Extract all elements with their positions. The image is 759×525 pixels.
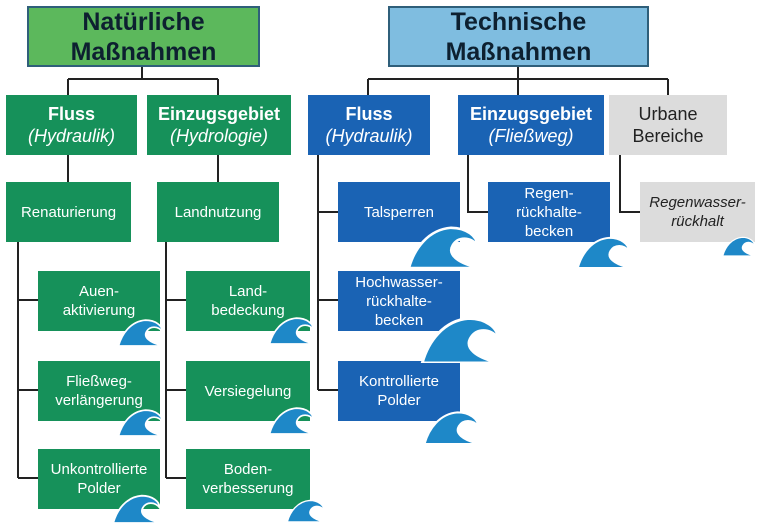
boden-line2: verbesserung [202,480,294,497]
polder-line1: Unkontrollierte [50,461,148,478]
natural-catchment-title: Einzugsgebiet [157,104,280,124]
wave-icon [424,411,480,444]
renaturierung-box: Renaturierung [6,182,131,242]
hochwasser-line2: rückhalte- [366,292,432,310]
urban-line1: Urbane [638,104,698,124]
wave-icon [118,319,164,346]
regenwasser-line2: rückhalt [671,213,724,230]
boden-line1: Boden- [223,461,273,478]
wave-icon [576,236,631,268]
wave-icon [118,409,164,436]
technical-catchment-subtitle: (Fließweg) [488,126,574,146]
landnutzung-box: Landnutzung [157,182,279,242]
wave-icon [420,316,501,363]
technical-catchment-box: Einzugsgebiet (Fließweg) [458,95,604,155]
kontrolliert-box: Kontrollierte Polder [338,361,460,421]
fliessweg-line1: Fließweg- [66,373,132,390]
kontrolliert-line1: Kontrollierte [358,373,440,390]
technical-river-box: Fluss (Hydraulik) [308,95,430,155]
landbedeckung-line1: Land- [228,283,268,300]
natural-catchment-box: Einzugsgebiet (Hydrologie) [147,95,291,155]
natural-river-box: Fluss (Hydraulik) [6,95,137,155]
natural-river-subtitle: (Hydraulik) [27,126,115,146]
natural-title-line1: Natürliche [82,7,205,36]
fliessweg-line2: verlängerung [55,392,143,409]
technical-river-subtitle: (Hydraulik) [325,126,413,146]
natural-title-line2: Maßnahmen [70,37,217,66]
regen-line3: becken [524,222,574,240]
hochwasser-line3: becken [374,311,424,329]
landbedeckung-line2: bedeckung [211,302,285,319]
technical-catchment-title: Einzugsgebiet [469,104,592,124]
natural-river-title: Fluss [47,104,95,124]
renaturierung-label: Renaturierung [20,203,117,221]
natural-measures-title: Natürliche Maßnahmen [27,6,260,67]
wave-icon [722,236,756,256]
versiegelung-label: Versiegelung [204,382,292,400]
regen-line2: rückhalte- [516,203,582,221]
regen-line1: Regen- [524,184,574,202]
technical-measures-title: Technische Maßnahmen [388,6,649,67]
wave-icon [112,494,161,523]
auen-line2: aktivierung [62,302,136,319]
boden-box: Boden- verbesserung [186,449,310,509]
regenwasser-line1: Regenwasser- [649,194,746,211]
auen-line1: Auen- [78,283,120,300]
technical-title-line2: Maßnahmen [445,37,592,66]
wave-icon [268,407,315,434]
polder-line2: Polder [77,480,121,497]
regenwasser-box: Regenwasser- rückhalt [640,182,755,242]
technical-river-title: Fluss [345,104,393,124]
wave-icon [286,499,325,522]
kontrolliert-line2: Polder [377,392,421,409]
technical-title-line1: Technische [450,7,587,36]
hochwasser-box: Hochwasser- rückhalte- becken [338,271,460,331]
talsperren-label: Talsperren [363,203,435,221]
hochwasser-line1: Hochwasser- [355,273,443,291]
wave-icon [408,226,480,268]
auen-box: Auen- aktivierung [38,271,160,331]
wave-icon [268,317,315,344]
urban-line2: Bereiche [632,126,704,146]
landnutzung-label: Landnutzung [174,203,262,221]
urban-areas-box: Urbane Bereiche [609,95,727,155]
regen-box: Regen- rückhalte- becken [488,182,610,242]
natural-catchment-subtitle: (Hydrologie) [169,126,269,146]
